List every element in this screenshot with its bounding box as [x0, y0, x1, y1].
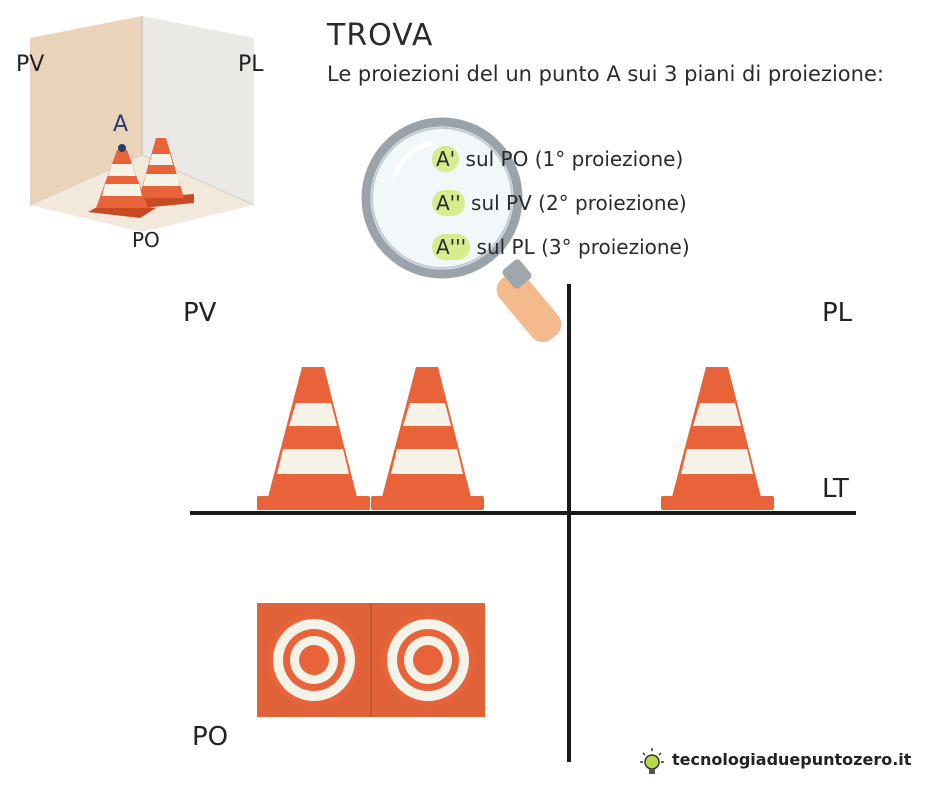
po-cone-2 [371, 603, 485, 717]
pl-label: PL [822, 298, 853, 328]
point-a-dot [118, 144, 126, 152]
point-a-label: A [113, 112, 129, 137]
small-cone-front [88, 150, 156, 218]
projection-text-1: sul PO (1° proiezione) [465, 147, 684, 171]
pv-cone-1 [257, 367, 370, 510]
po-cone-1 [257, 603, 371, 717]
pl-cone [661, 367, 774, 510]
pv-cone-2 [371, 367, 484, 510]
corner-po-label: PO [132, 228, 160, 252]
projection-item-2: A'' sul PV (2° proiezione) [432, 190, 687, 216]
pv-label: PV [183, 298, 217, 328]
corner-view [29, 16, 255, 232]
lightbulb-icon [640, 748, 664, 774]
projection-mark-2: A'' [432, 190, 465, 216]
projection-text-2: sul PV (2° proiezione) [471, 191, 687, 215]
brand-link[interactable]: tecnologiaduepuntozero.it [672, 750, 912, 769]
projection-mark-1: A' [432, 146, 460, 172]
lt-label: LT [822, 474, 849, 504]
projection-item-3: A''' sul PL (3° proiezione) [432, 234, 690, 260]
corner-pv-label: PV [16, 52, 45, 77]
corner-pl-label: PL [238, 52, 264, 77]
projection-text-3: sul PL (3° proiezione) [476, 235, 690, 259]
projection-mark-3: A''' [432, 234, 471, 260]
small-cone-back [139, 138, 194, 208]
page-title: TROVA [327, 18, 434, 53]
pv-wall [30, 16, 142, 205]
po-label: PO [192, 722, 229, 752]
task-description: Le proiezioni del un punto A sui 3 piani… [327, 62, 884, 86]
projection-item-1: A' sul PO (1° proiezione) [432, 146, 683, 172]
